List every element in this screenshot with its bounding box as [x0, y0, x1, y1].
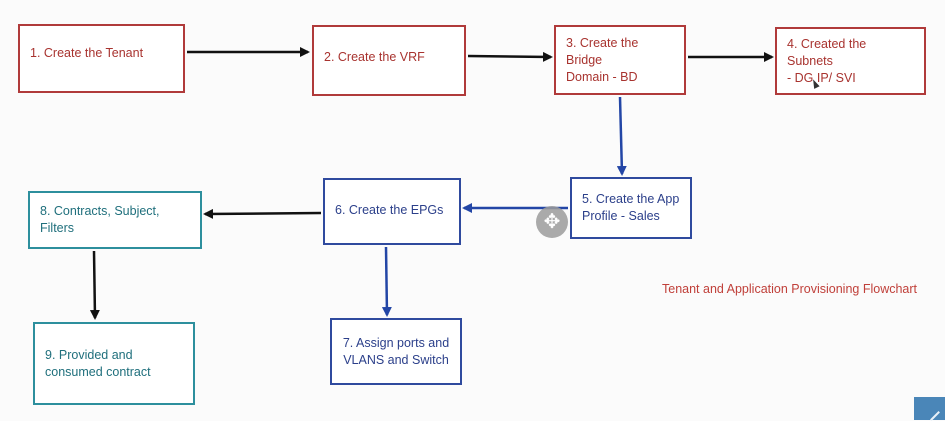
- arrow-6-to-7: [381, 246, 392, 317]
- step-contracts[interactable]: 8. Contracts, Subject, Filters: [28, 191, 202, 249]
- step-label: 8. Contracts, Subject, Filters: [40, 204, 160, 235]
- step-label: 2. Create the VRF: [324, 50, 425, 64]
- step-provided-consumed-contract[interactable]: 9. Provided and consumed contract: [33, 322, 195, 405]
- arrow-3-to-5: [616, 96, 627, 176]
- arrow-2-to-3: [467, 51, 553, 62]
- step-label: 1. Create the Tenant: [30, 46, 144, 60]
- step-create-bridge-domain[interactable]: 3. Create the Bridge Domain - BD: [554, 25, 686, 95]
- step-label: 4. Created the Subnets - DG IP/ SVI: [787, 36, 867, 85]
- step-create-vrf[interactable]: 2. Create the VRF: [312, 25, 466, 96]
- step-create-subnets[interactable]: 4. Created the Subnets - DG IP/ SVI: [775, 27, 926, 95]
- step-label: 3. Create the Bridge Domain - BD: [566, 35, 639, 84]
- step-assign-ports[interactable]: 7. Assign ports and VLANS and Switch: [330, 318, 462, 385]
- step-create-app-profile[interactable]: 5. Create the App Profile - Sales: [570, 177, 692, 239]
- edit-pencil-icon[interactable]: [914, 397, 945, 421]
- flowchart-caption: Tenant and Application Provisioning Flow…: [662, 282, 918, 296]
- step-label: 6. Create the EPGs: [335, 203, 444, 217]
- arrow-6-to-8: [203, 208, 322, 219]
- step-label: 7. Assign ports and VLANS and Switch: [342, 335, 450, 367]
- step-label: 9. Provided and consumed contract: [45, 347, 151, 379]
- move-icon[interactable]: ✥: [536, 206, 568, 238]
- step-label: 5. Create the App Profile - Sales: [582, 192, 680, 223]
- step-create-tenant[interactable]: 1. Create the Tenant: [18, 24, 185, 93]
- arrow-8-to-9: [89, 250, 100, 320]
- step-create-epgs[interactable]: 6. Create the EPGs: [323, 178, 461, 245]
